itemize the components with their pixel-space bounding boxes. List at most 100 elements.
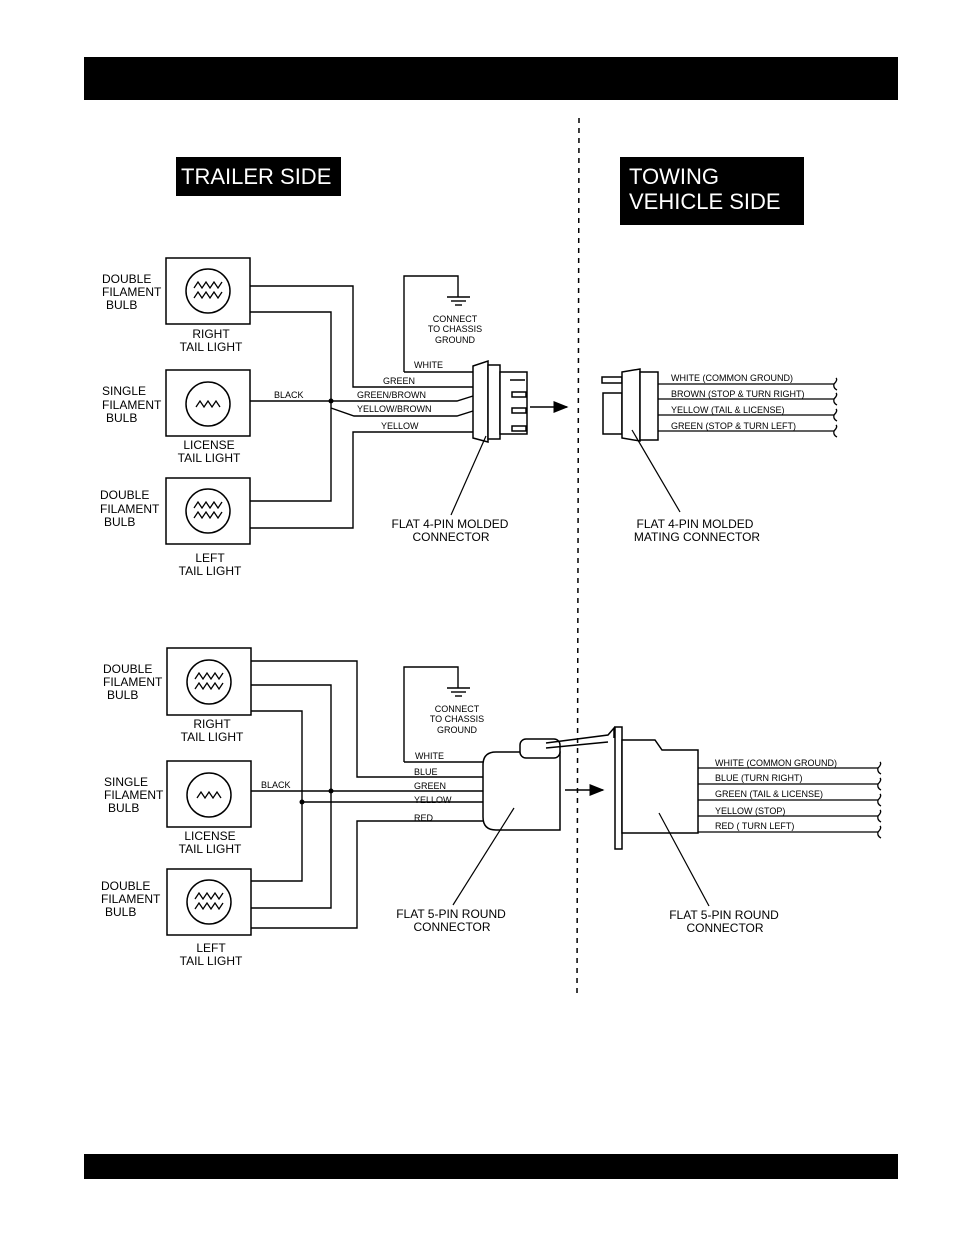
pointer-line bbox=[452, 807, 515, 906]
svg-text:BLUE (TURN RIGHT): BLUE (TURN RIGHT) bbox=[715, 773, 803, 783]
license-tail-light-5pin bbox=[166, 760, 252, 828]
svg-text:LEFT: LEFT bbox=[196, 941, 226, 955]
wire-labels-4pin-trailer: WHITE GREEN GREEN/BROWN YELLOW/BROWN YEL… bbox=[274, 360, 443, 431]
flat-5pin-vehicle-connector-label: FLAT 5-PIN ROUND CONNECTOR bbox=[669, 908, 779, 935]
svg-text:CONNECT: CONNECT bbox=[433, 314, 478, 324]
svg-text:BULB: BULB bbox=[107, 688, 138, 702]
right-tail-label-1: RIGHT TAIL LIGHT bbox=[180, 327, 243, 354]
left-tail-light-4pin bbox=[165, 477, 251, 545]
svg-text:FILAMENT: FILAMENT bbox=[104, 788, 164, 802]
svg-text:BLACK: BLACK bbox=[274, 390, 304, 400]
svg-text:TAIL LIGHT: TAIL LIGHT bbox=[178, 451, 241, 465]
left-tail-label-1: LEFT TAIL LIGHT bbox=[179, 551, 242, 578]
svg-text:DOUBLE: DOUBLE bbox=[101, 879, 150, 893]
svg-text:TAIL LIGHT: TAIL LIGHT bbox=[179, 564, 242, 578]
splice-dot bbox=[328, 398, 334, 404]
bulb-label-double-4: DOUBLE FILAMENT BULB bbox=[101, 879, 161, 919]
splice-dot bbox=[299, 799, 305, 805]
svg-text:BLUE: BLUE bbox=[414, 767, 438, 777]
svg-text:BLACK: BLACK bbox=[261, 780, 291, 790]
svg-text:TAIL LIGHT: TAIL LIGHT bbox=[180, 340, 243, 354]
divider-line bbox=[576, 117, 580, 999]
svg-text:BULB: BULB bbox=[108, 801, 139, 815]
left-tail-light-5pin bbox=[166, 868, 252, 936]
flat-4pin-molded-connector bbox=[472, 359, 528, 443]
svg-text:GREEN: GREEN bbox=[414, 781, 446, 791]
trailer-side-label: TRAILER SIDE bbox=[176, 157, 341, 196]
svg-text:LICENSE: LICENSE bbox=[184, 829, 235, 843]
svg-text:CONNECTOR: CONNECTOR bbox=[413, 920, 490, 934]
svg-text:BULB: BULB bbox=[104, 515, 135, 529]
header-bar bbox=[84, 57, 898, 100]
svg-text:WHITE: WHITE bbox=[414, 360, 443, 370]
svg-text:FILAMENT: FILAMENT bbox=[100, 502, 160, 516]
svg-text:FLAT 5-PIN ROUND: FLAT 5-PIN ROUND bbox=[669, 908, 779, 922]
svg-text:FILAMENT: FILAMENT bbox=[102, 398, 162, 412]
svg-text:RIGHT: RIGHT bbox=[192, 327, 230, 341]
towing-label-line-1: TOWING bbox=[629, 164, 720, 189]
svg-text:BULB: BULB bbox=[106, 298, 137, 312]
svg-text:GREEN (TAIL & LICENSE): GREEN (TAIL & LICENSE) bbox=[715, 789, 823, 799]
svg-text:MATING CONNECTOR: MATING CONNECTOR bbox=[634, 530, 761, 544]
svg-text:CONNECTOR: CONNECTOR bbox=[412, 530, 489, 544]
flat-5pin-vehicle-connector bbox=[545, 725, 699, 850]
towing-vehicle-side-label: TOWING VEHICLE SIDE bbox=[620, 157, 804, 225]
bulb-label-single-2: SINGLE FILAMENT BULB bbox=[104, 775, 164, 815]
mating-connector-label: FLAT 4-PIN MOLDED MATING CONNECTOR bbox=[634, 517, 761, 544]
footer-bar bbox=[84, 1154, 898, 1179]
trailer-wires-4pin bbox=[250, 275, 474, 529]
towing-label-line-2: VEHICLE SIDE bbox=[629, 189, 781, 214]
license-tail-light-4pin bbox=[165, 369, 251, 437]
svg-text:TAIL LIGHT: TAIL LIGHT bbox=[179, 842, 242, 856]
svg-text:YELLOW (STOP): YELLOW (STOP) bbox=[715, 806, 785, 816]
license-tail-label-1: LICENSE TAIL LIGHT bbox=[178, 438, 241, 465]
svg-text:FLAT 5-PIN ROUND: FLAT 5-PIN ROUND bbox=[396, 907, 506, 921]
trailer-wires-5pin bbox=[251, 660, 483, 929]
flat-4pin-mating-connector bbox=[601, 368, 659, 442]
right-tail-light-5pin bbox=[166, 647, 252, 716]
wire-labels-5pin-trailer: WHITE BLUE GREEN YELLOW RED BLACK bbox=[261, 751, 452, 823]
bulb-label-double-3: DOUBLE FILAMENT BULB bbox=[103, 662, 163, 702]
svg-text:TO CHASSIS: TO CHASSIS bbox=[430, 714, 484, 724]
pointer-line bbox=[631, 429, 681, 513]
svg-text:YELLOW (TAIL & LICENSE): YELLOW (TAIL & LICENSE) bbox=[671, 405, 785, 415]
svg-text:WHITE (COMMON GROUND): WHITE (COMMON GROUND) bbox=[671, 373, 793, 383]
left-tail-label-2: LEFT TAIL LIGHT bbox=[180, 941, 243, 968]
svg-text:YELLOW: YELLOW bbox=[414, 795, 452, 805]
vehicle-wires-5pin bbox=[698, 761, 882, 839]
svg-text:GREEN: GREEN bbox=[383, 376, 415, 386]
wire-labels-4pin-vehicle: WHITE (COMMON GROUND) BROWN (STOP & TURN… bbox=[671, 373, 805, 431]
bulb-label-single-1: SINGLE FILAMENT BULB bbox=[102, 384, 162, 425]
svg-text:DOUBLE: DOUBLE bbox=[100, 488, 149, 502]
svg-text:TAIL LIGHT: TAIL LIGHT bbox=[180, 954, 243, 968]
flat-4pin-connector-label: FLAT 4-PIN MOLDED CONNECTOR bbox=[392, 517, 509, 544]
svg-text:YELLOW/BROWN: YELLOW/BROWN bbox=[357, 404, 432, 414]
pointer-line bbox=[658, 812, 710, 907]
right-tail-light-4pin bbox=[165, 257, 251, 325]
svg-text:FILAMENT: FILAMENT bbox=[103, 675, 163, 689]
svg-text:LEFT: LEFT bbox=[195, 551, 225, 565]
svg-text:BULB: BULB bbox=[106, 411, 137, 425]
bulb-label-double-2: DOUBLE FILAMENT BULB bbox=[100, 488, 160, 529]
svg-text:WHITE (COMMON GROUND): WHITE (COMMON GROUND) bbox=[715, 758, 837, 768]
svg-text:SINGLE: SINGLE bbox=[102, 384, 146, 398]
ground-label-4pin: CONNECT TO CHASSIS GROUND bbox=[428, 314, 482, 345]
svg-text:GROUND: GROUND bbox=[435, 335, 475, 345]
flat-5pin-trailer-connector bbox=[482, 738, 561, 831]
svg-text:CONNECT: CONNECT bbox=[435, 704, 480, 714]
wire-labels-5pin-vehicle: WHITE (COMMON GROUND) BLUE (TURN RIGHT) … bbox=[715, 758, 837, 831]
svg-text:FILAMENT: FILAMENT bbox=[101, 892, 161, 906]
vehicle-wires-4pin bbox=[658, 377, 838, 438]
bulb-label-double-1: DOUBLE FILAMENT BULB bbox=[102, 272, 162, 312]
svg-text:FLAT 4-PIN MOLDED: FLAT 4-PIN MOLDED bbox=[392, 517, 509, 531]
svg-text:BROWN (STOP & TURN RIGHT): BROWN (STOP & TURN RIGHT) bbox=[671, 389, 805, 399]
svg-text:RED: RED bbox=[414, 813, 434, 823]
svg-text:LICENSE: LICENSE bbox=[183, 438, 234, 452]
svg-text:CONNECTOR: CONNECTOR bbox=[686, 921, 763, 935]
license-tail-label-2: LICENSE TAIL LIGHT bbox=[179, 829, 242, 856]
svg-text:RED ( TURN LEFT): RED ( TURN LEFT) bbox=[715, 821, 794, 831]
svg-text:YELLOW: YELLOW bbox=[381, 421, 419, 431]
svg-text:FLAT 4-PIN MOLDED: FLAT 4-PIN MOLDED bbox=[637, 517, 754, 531]
svg-text:SINGLE: SINGLE bbox=[104, 775, 148, 789]
